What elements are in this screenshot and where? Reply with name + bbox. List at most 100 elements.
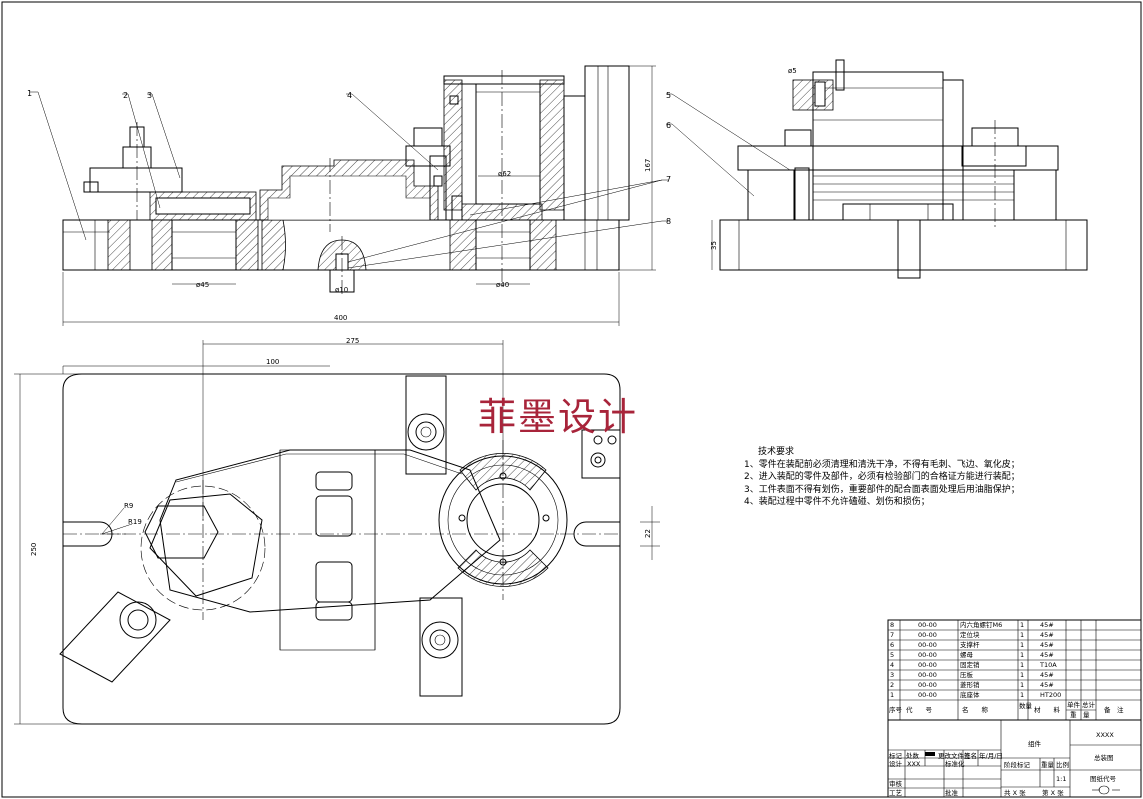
- bom-mat: 45#: [1040, 671, 1054, 679]
- drawing-code: 图纸代号: [1090, 775, 1116, 783]
- bom-no: 8: [890, 621, 895, 629]
- bom-mat: 45#: [1040, 641, 1054, 649]
- bom-code: 00-00: [918, 681, 937, 689]
- dim-bore-top: ø62: [498, 170, 511, 178]
- bom-mat: 45#: [1040, 681, 1054, 689]
- role-review: 审核: [889, 780, 902, 788]
- bom-header-weight: 重 量: [1070, 711, 1090, 719]
- dim-pin: ø10: [335, 286, 348, 294]
- sign-label: 签名: [964, 752, 977, 760]
- bom-name: 定位块: [960, 631, 980, 639]
- bom-qty: 1: [1020, 691, 1025, 699]
- bom-code: 00-00: [918, 691, 937, 699]
- weight-label: 重量: [1041, 761, 1054, 769]
- bom-name: 内六角螺钉M6: [960, 621, 1003, 629]
- bom-qty: 1: [1020, 651, 1025, 659]
- dim-r-small: R9: [124, 502, 133, 510]
- dim-side-height: 35: [710, 241, 718, 250]
- count-label: 处数: [906, 752, 919, 760]
- balloon-5: 5: [666, 91, 671, 100]
- bom-mat: 45#: [1040, 651, 1054, 659]
- bom-qty: 1: [1020, 661, 1025, 669]
- bom-code: 00-00: [918, 661, 937, 669]
- bom-no: 1: [890, 691, 895, 699]
- bom-no: 3: [890, 671, 895, 679]
- dim-side-top: ø5: [788, 67, 797, 75]
- front-view: [30, 65, 668, 326]
- bom-no: 4: [890, 661, 895, 669]
- sheet-number: 第 X 张: [1042, 789, 1064, 797]
- dim-plan-width: 275: [346, 337, 359, 345]
- note-item: 3、工件表面不得有划伤，重要部件的配合面表面处理后用油脂保护；: [744, 484, 1020, 495]
- scale-label: 比例: [1056, 761, 1069, 769]
- bom-header-qty: 数量: [1019, 702, 1032, 710]
- bom-qty: 1: [1020, 671, 1025, 679]
- bom-name: 菱形销: [960, 681, 980, 689]
- scale-value: 1:1: [1056, 775, 1067, 783]
- bom-header-unit: 单件: [1067, 701, 1080, 709]
- stage-label: 阶段标记: [1004, 761, 1030, 769]
- balloon-8: 8: [666, 217, 671, 226]
- balloon-6: 6: [666, 121, 671, 130]
- dim-plan-slot: 22: [644, 529, 652, 538]
- bom-code: 00-00: [918, 651, 937, 659]
- bom-header-remark: 备 注: [1104, 706, 1124, 714]
- role-process: 工艺: [889, 789, 902, 797]
- bom-no: 6: [890, 641, 895, 649]
- bom-qty: 1: [1020, 621, 1025, 629]
- bom-mat: 45#: [1040, 621, 1054, 629]
- part-code: XXXX: [1096, 731, 1114, 739]
- notes-title: 技术要求: [758, 447, 795, 457]
- date-label: 年/月/日: [979, 752, 1003, 760]
- bom-no: 7: [890, 631, 895, 639]
- bom-code: 00-00: [918, 631, 937, 639]
- std-label: 标准化: [945, 760, 965, 768]
- role-approve: 批准: [945, 789, 958, 797]
- balloon-7: 7: [666, 175, 671, 184]
- bom-header-total: 总计: [1082, 701, 1095, 709]
- balloon-1: 1: [27, 89, 32, 98]
- bom-header-name: 名 称: [962, 706, 988, 714]
- bom-header-no: 序号: [889, 706, 902, 714]
- bom-name: 压板: [960, 671, 973, 679]
- designer-name: XXX: [907, 760, 921, 768]
- drawing-name: 总装图: [1094, 754, 1114, 762]
- title-block: [887, 619, 1142, 798]
- bom-no: 5: [890, 651, 895, 659]
- bom-code: 00-00: [918, 641, 937, 649]
- bom-code: 00-00: [918, 671, 937, 679]
- note-item: 2、进入装配的零件及部件，必须有检验部门的合格证方能进行装配；: [744, 472, 1020, 482]
- bom-qty: 1: [1020, 681, 1025, 689]
- dim-r-large: R19: [128, 518, 142, 526]
- bom-name: 固定销: [960, 661, 980, 669]
- balloon-3: 3: [147, 91, 152, 100]
- bom-code: 00-00: [918, 621, 937, 629]
- bom-no: 2: [890, 681, 895, 689]
- plan-view: [14, 340, 660, 725]
- bom-mat: HT200: [1040, 691, 1062, 699]
- side-view: [666, 59, 1088, 279]
- dim-front-height: 167: [644, 159, 652, 172]
- bom-qty: 1: [1020, 641, 1025, 649]
- role-design: 设计: [889, 760, 902, 768]
- bom-header-code: 代 号: [906, 706, 932, 714]
- balloon-2: 2: [123, 91, 128, 100]
- mark-label: 标记: [889, 752, 902, 760]
- note-item: 1、零件在装配前必须清理和清洗干净，不得有毛刺、飞边、氧化皮；: [744, 459, 1020, 470]
- bom-name: 底座体: [960, 691, 980, 699]
- watermark-text: 菲墨设计: [478, 395, 639, 439]
- dim-plan-offset: 100: [266, 358, 279, 366]
- bom-header-mat: 材 料: [1034, 706, 1060, 714]
- balloon-4: 4: [347, 91, 352, 100]
- bom-name: 螺母: [960, 651, 973, 659]
- group-label: 组件: [1028, 740, 1041, 748]
- technical-notes: 技术要求 1、零件在装配前必须清理和清洗干净，不得有毛刺、飞边、氧化皮； 2、进…: [744, 446, 1020, 509]
- note-item: 4、装配过程中零件不允许磕碰、划伤和损伤；: [744, 497, 930, 507]
- dim-bore-left: ø45: [196, 281, 209, 289]
- bom-name: 支撑杆: [960, 641, 980, 649]
- change-label: 更改文件号: [938, 752, 971, 760]
- bom-mat: 45#: [1040, 631, 1054, 639]
